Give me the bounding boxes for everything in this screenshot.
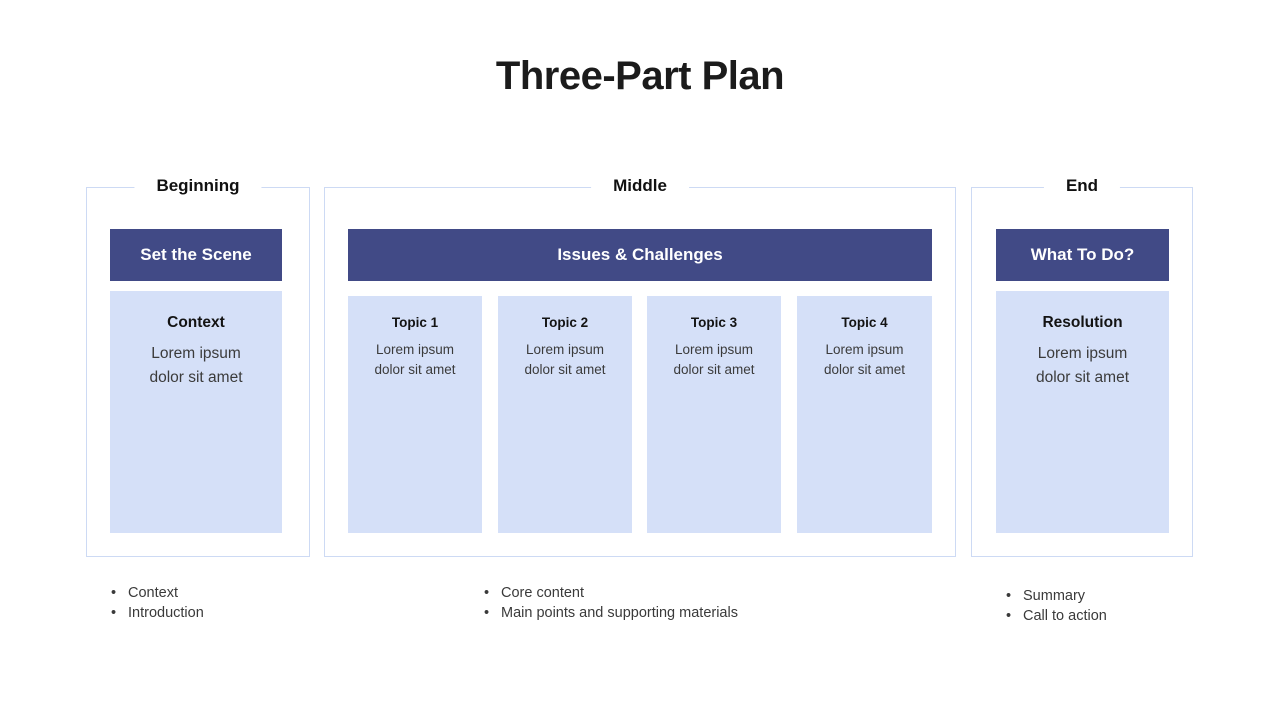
bullet-dot-icon: • <box>1006 608 1012 624</box>
panel-label-end: End <box>1043 175 1121 197</box>
bullet-dot-icon: • <box>111 605 117 621</box>
list-item: • Summary <box>1006 586 1107 606</box>
page-title: Three-Part Plan <box>495 54 785 98</box>
card-title-end: Resolution <box>1042 314 1123 331</box>
panel-end: End <box>971 175 1193 557</box>
card-title-beginning: Context <box>167 314 225 331</box>
header-bar-beginning[interactable]: Set the Scene <box>110 229 282 281</box>
header-bar-middle[interactable]: Issues & Challenges <box>348 229 932 281</box>
panel-middle: Middle <box>324 175 956 557</box>
bullet-list-middle: • Core content • Main points and support… <box>484 583 738 623</box>
bullet-text: Main points and supporting materials <box>501 605 738 621</box>
bullet-dot-icon: • <box>1006 588 1012 604</box>
card-title-topic-3: Topic 3 <box>690 315 738 330</box>
bullet-text: Context <box>128 585 178 601</box>
bullet-dot-icon: • <box>484 585 490 601</box>
list-item: • Context <box>111 583 204 603</box>
list-item: • Call to action <box>1006 606 1107 626</box>
bullet-dot-icon: • <box>484 605 490 621</box>
panel-beginning: Beginning <box>86 175 310 557</box>
bullet-list-beginning: • Context • Introduction <box>111 583 204 623</box>
panel-label-middle: Middle <box>591 175 689 197</box>
header-bar-end[interactable]: What To Do? <box>996 229 1169 281</box>
card-title-topic-1: Topic 1 <box>391 315 439 330</box>
card-title-topic-2: Topic 2 <box>541 315 589 330</box>
bullet-text: Core content <box>501 585 585 601</box>
list-item: • Main points and supporting materials <box>484 603 738 623</box>
list-item: • Introduction <box>111 603 204 623</box>
list-item: • Core content <box>484 583 738 603</box>
bullet-text: Call to action <box>1023 608 1107 624</box>
bullet-dot-icon: • <box>111 585 117 601</box>
bullet-text: Summary <box>1023 588 1086 604</box>
card-title-topic-4: Topic 4 <box>841 315 888 330</box>
bullet-list-end: • Summary • Call to action <box>1006 586 1107 626</box>
panel-label-beginning: Beginning <box>134 175 262 197</box>
bullet-text: Introduction <box>128 605 204 621</box>
